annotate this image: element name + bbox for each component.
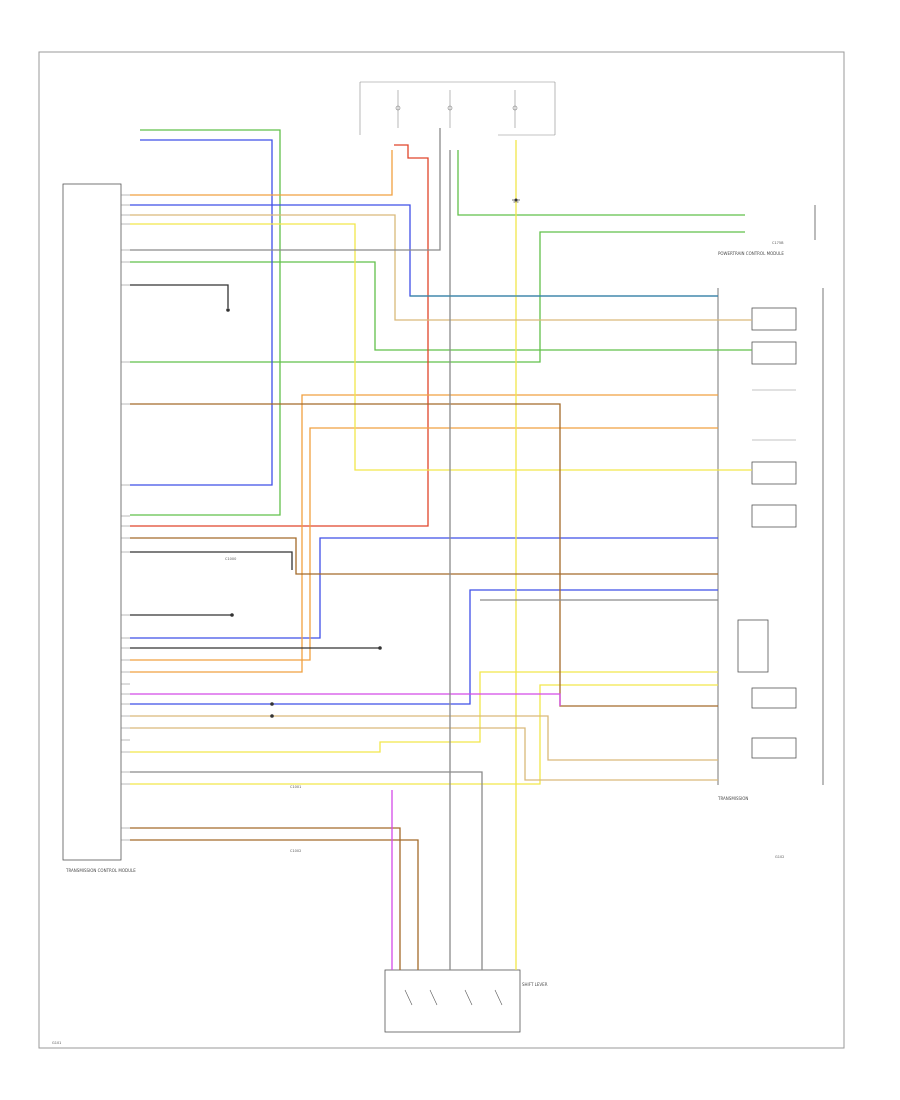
ref-label-3: C175B [772, 241, 784, 245]
inline-label-2: C1001 [290, 785, 301, 789]
tcm-module: TRANSMISSION CONTROL MODULE [62, 183, 136, 873]
wire-yellow-4 [130, 684, 718, 785]
ref-label-1: G101 [52, 1041, 61, 1045]
wire-blue-1 [130, 139, 273, 486]
wire-violet-1 [130, 693, 561, 706]
wire-red-1 [130, 144, 429, 527]
wires [130, 128, 752, 970]
shift-lever-switch: SHIFT LEVER [384, 969, 548, 1033]
wire-orange-3 [130, 394, 718, 673]
wire-tan-2 [130, 715, 718, 761]
splice-points [226, 198, 518, 718]
fuse-2 [447, 90, 453, 128]
wire-brown-1 [130, 537, 718, 575]
pcm-label: POWERTRAIN CONTROL MODULE [718, 251, 784, 256]
wire-gray-4 [130, 771, 483, 970]
wire-green-4 [130, 261, 752, 351]
wire-green-3 [130, 231, 745, 363]
wire-blue-4 [130, 589, 718, 705]
wire-tan-1 [130, 214, 752, 321]
fuse-3 [512, 90, 518, 128]
transmission-unit: TRANSMISSION [717, 288, 824, 801]
wire-brown-4 [130, 839, 419, 970]
wire-green-2 [457, 150, 745, 216]
wire-black-1 [130, 284, 229, 308]
tcm-pin-stubs [121, 194, 130, 841]
wire-orange-2 [130, 427, 718, 661]
inline-label-3: C1002 [290, 849, 301, 853]
wire-brown-3 [130, 827, 401, 970]
pcm-unit: POWERTRAIN CONTROL MODULE [718, 205, 816, 256]
wire-orange-1 [130, 150, 393, 196]
shift-lever-label: SHIFT LEVER [522, 982, 548, 987]
ref-label-2: G102 [775, 855, 784, 859]
wire-yellow-2 [130, 671, 718, 753]
diagram-frame [38, 51, 845, 1049]
wire-green-1 [130, 129, 281, 516]
wire-black-4 [130, 551, 293, 570]
tcm-label: TRANSMISSION CONTROL MODULE [65, 868, 136, 873]
wire-blue-3 [130, 537, 718, 639]
wire-gray-1 [130, 128, 441, 251]
wire-brown-2 [130, 403, 718, 707]
fuse-1 [395, 90, 401, 128]
wire-tan-3 [130, 727, 718, 781]
fuse-block [359, 81, 556, 136]
inline-label-1: C1000 [225, 557, 236, 561]
transmission-label: TRANSMISSION [717, 796, 748, 801]
wire-yellow-1 [130, 223, 752, 471]
